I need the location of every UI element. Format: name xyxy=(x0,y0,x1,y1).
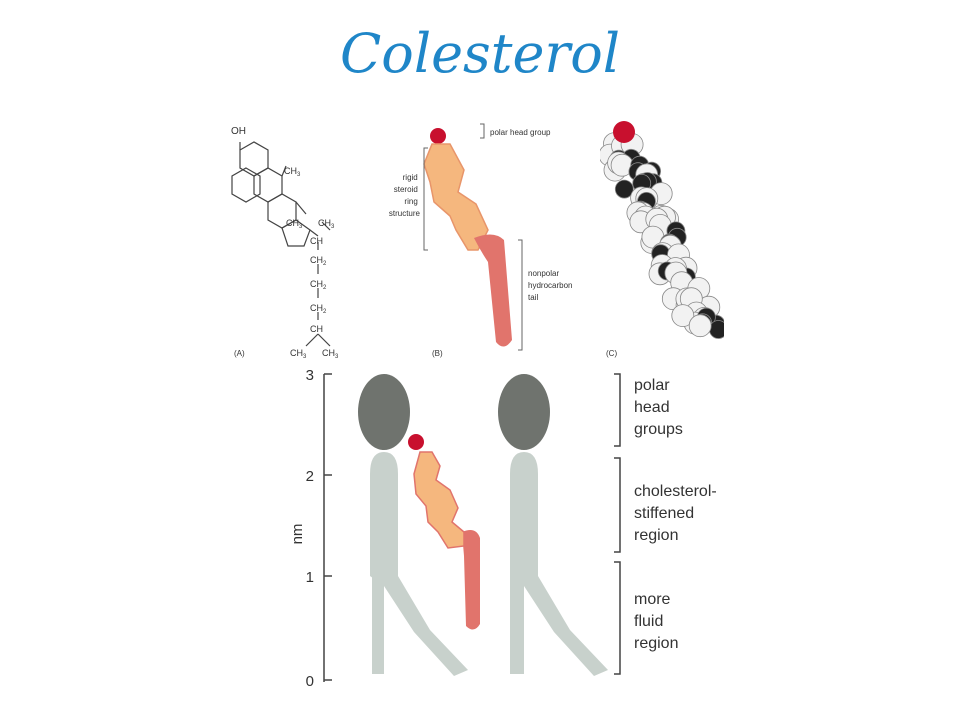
panel-b-letter: (B) xyxy=(432,349,443,358)
hydrogen-atom xyxy=(688,314,712,338)
lipid-head xyxy=(498,374,550,450)
lipid-tail xyxy=(370,452,468,676)
bracket-polar xyxy=(614,373,621,447)
ch2-label: CH2 xyxy=(310,279,327,291)
cholesterol-tail xyxy=(462,530,480,630)
ch-label: CH xyxy=(310,324,323,334)
ch2-label: CH2 xyxy=(310,255,327,267)
panel-c-letter: (C) xyxy=(606,349,617,358)
lipid-tail xyxy=(510,452,608,676)
cholesterol-molecule xyxy=(408,434,480,630)
panel-a-letter: (A) xyxy=(234,349,245,358)
ch-label: CH xyxy=(310,236,323,246)
slide-title: Colesterol xyxy=(339,22,621,85)
hydrogen-atom xyxy=(671,304,695,328)
ch3-label: CH3 xyxy=(290,348,307,360)
region-polar-label: polar head groups xyxy=(634,377,683,438)
steroid-rings-skeleton xyxy=(231,141,331,347)
carbon-atom xyxy=(614,179,634,199)
oxygen-atom xyxy=(613,121,635,143)
cholesterol-oh-head xyxy=(408,434,424,450)
phospholipid-right xyxy=(498,374,608,676)
lipid-tail xyxy=(510,474,524,674)
ch3-label: CH3 xyxy=(318,218,335,230)
region-stiffened-label: cholesterol- stiffened region xyxy=(634,483,720,544)
polar-head-dot xyxy=(430,128,446,144)
tick-label-0: 0 xyxy=(306,673,314,690)
tick-label-3: 3 xyxy=(306,367,314,384)
ch3-label: CH3 xyxy=(322,348,339,360)
atom-spheres xyxy=(600,121,724,339)
ch3-label: CH3 xyxy=(284,166,301,178)
rigid-ring-label: rigid steroid ring structure xyxy=(389,173,421,218)
phospholipid-left xyxy=(358,374,468,676)
hydrocarbon-tail-shape xyxy=(474,234,512,347)
panel-a-structural-formula: OH CH3 CH3 CH3 CH CH2 CH2 CH2 CH CH3 CH3… xyxy=(231,126,339,360)
lipid-tail xyxy=(372,474,384,674)
tick-label-1: 1 xyxy=(306,569,314,586)
cholesterol-ring xyxy=(413,451,465,549)
bilayer-diagram: 3 2 1 0 nm polar head groups xyxy=(289,367,720,690)
bracket-stiffened xyxy=(614,457,621,553)
ch3-label: CH3 xyxy=(286,218,303,230)
oh-label: OH xyxy=(231,126,246,137)
nm-axis-label: nm xyxy=(289,524,306,545)
panel-b-schematic: polar head group rigid steroid ring stru… xyxy=(389,123,575,358)
bracket-fluid xyxy=(614,561,621,675)
ch2-label: CH2 xyxy=(310,303,327,315)
tick-label-2: 2 xyxy=(306,468,314,485)
polar-head-group-label: polar head group xyxy=(490,128,551,137)
panel-c-space-filling-model: (C) xyxy=(600,121,724,358)
region-fluid-label: more fluid region xyxy=(634,591,678,652)
carbon-atom xyxy=(709,320,724,339)
nonpolar-tail-label: nonpolar hydrocarbon tail xyxy=(528,269,575,302)
lipid-head xyxy=(358,374,410,450)
steroid-ring-shape xyxy=(423,143,489,251)
